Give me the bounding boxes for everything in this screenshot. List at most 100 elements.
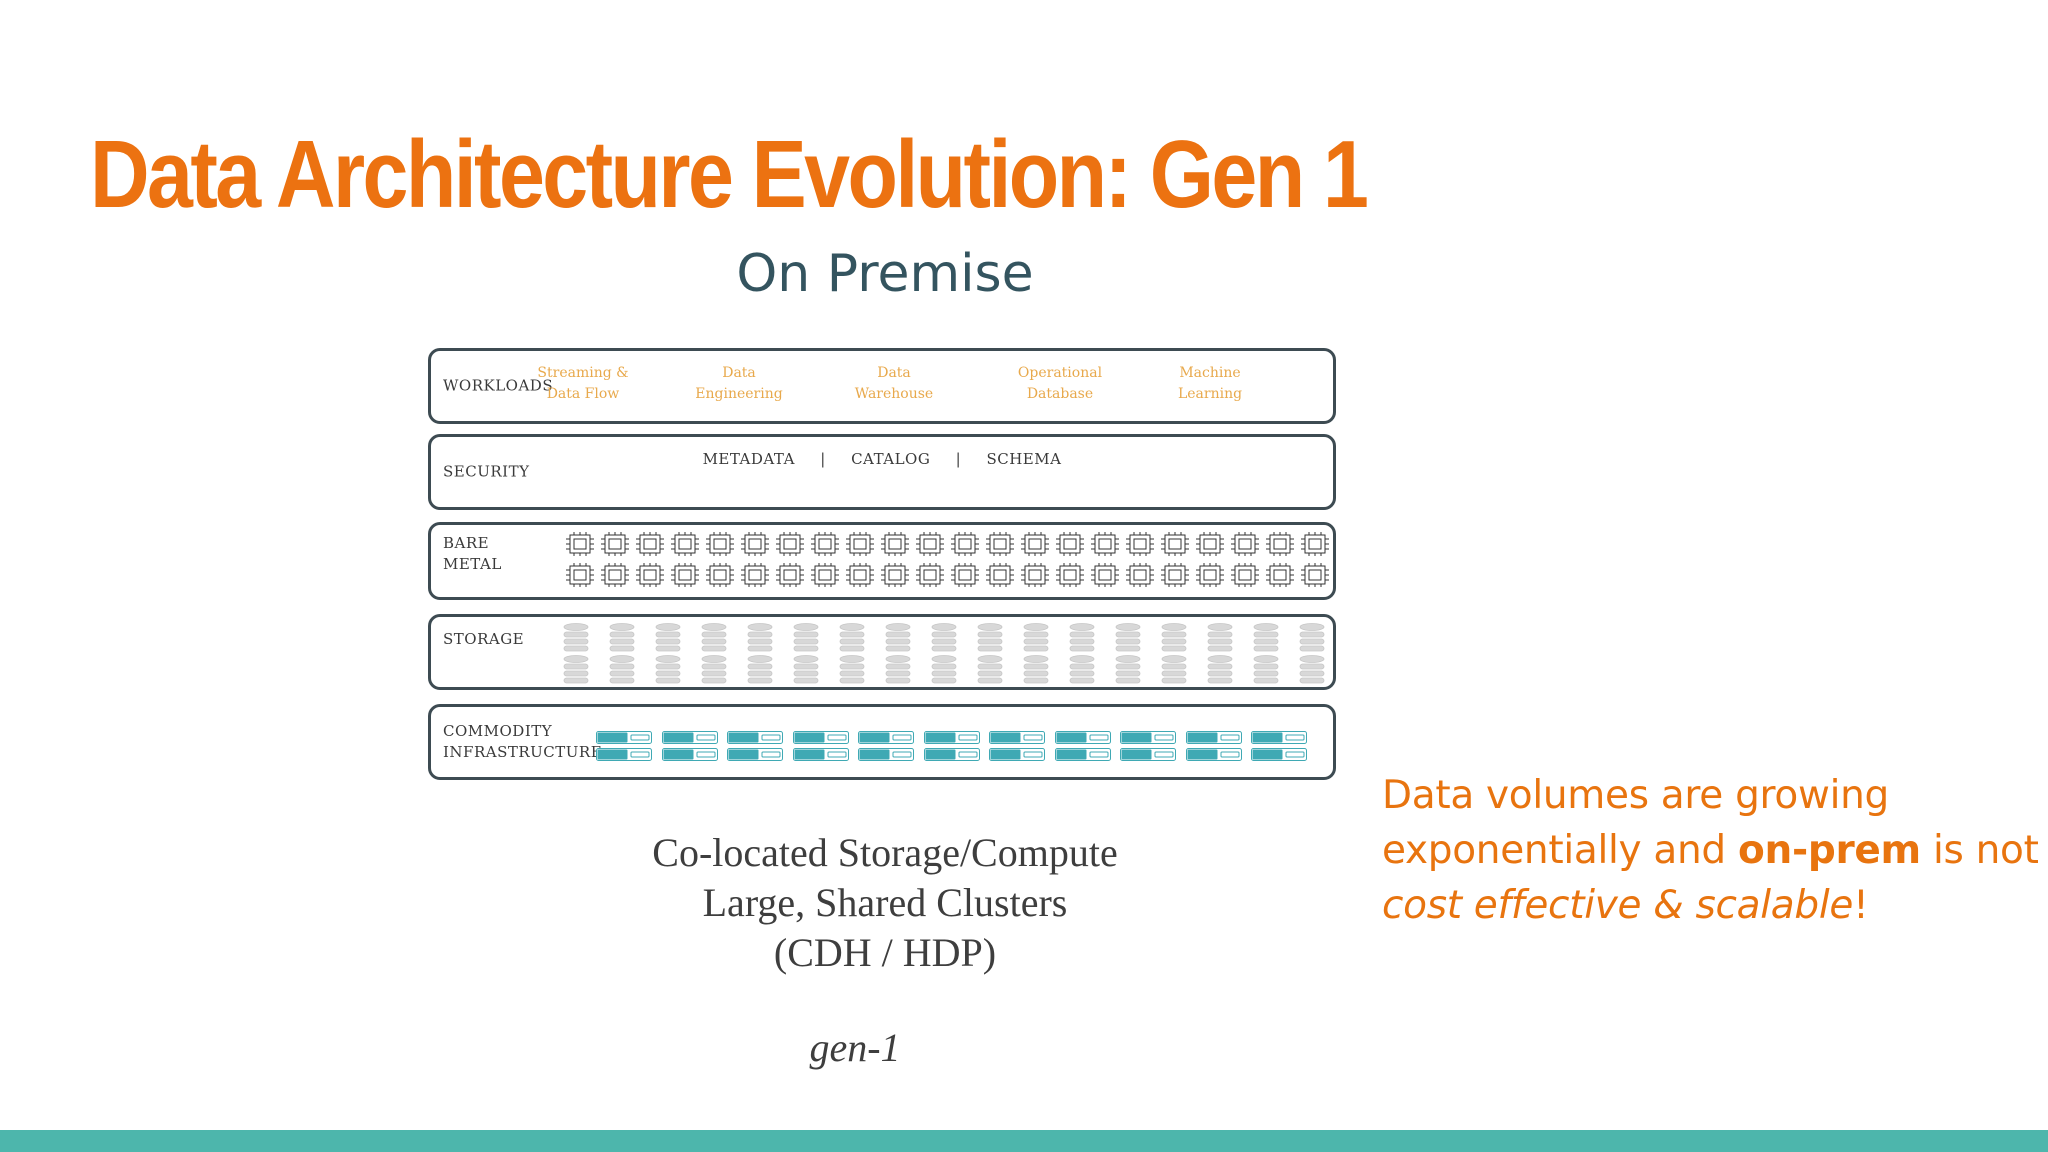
database-disk-icon <box>608 655 636 684</box>
cpu-chip-icon <box>810 562 840 588</box>
workloads-layer: WORKLOADS Streaming & Data Flow Data Eng… <box>428 348 1336 424</box>
database-disk-icon <box>976 623 1004 652</box>
cpu-chip-icon <box>950 562 980 588</box>
database-disk-icon <box>746 623 774 652</box>
server-rack-icon <box>596 731 652 744</box>
cpu-chip-icon <box>985 531 1015 557</box>
diagram-caption: Co-located Storage/Compute Large, Shared… <box>652 830 1118 975</box>
server-rack-icon <box>858 748 914 761</box>
cpu-chip-icon <box>565 562 595 588</box>
cpu-chip-icon <box>1195 531 1225 557</box>
database-disk-icon <box>1252 655 1280 684</box>
database-disk-icon <box>1114 655 1142 684</box>
database-disk-icon <box>930 655 958 684</box>
cpu-chip-icon <box>985 562 1015 588</box>
cpu-chip-icon <box>1090 531 1120 557</box>
on-premise-diagram: On Premise WORKLOADS Streaming & Data Fl… <box>420 238 1350 1098</box>
database-disk-icon <box>1298 655 1326 684</box>
cpu-chip-icon <box>880 562 910 588</box>
database-disk-icon <box>1298 623 1326 652</box>
server-rack-icon <box>1054 731 1111 744</box>
database-disk-icon <box>608 623 636 652</box>
server-rack-icon <box>1054 748 1111 761</box>
slide-title: Data Architecture Evolution: Gen 1 <box>90 121 1369 228</box>
cpu-chip-icon <box>740 531 770 557</box>
cpu-chip-icon <box>1265 562 1295 588</box>
database-disk-icon <box>884 655 912 684</box>
cpu-chip-icon <box>1300 531 1330 557</box>
server-rack-icon <box>1120 731 1176 744</box>
cpu-chip-icon <box>1055 562 1085 588</box>
database-disk-icon <box>1160 623 1188 652</box>
cpu-chip-icon <box>1125 531 1155 557</box>
server-rack-icon <box>1185 748 1242 761</box>
storage-layer: STORAGE <box>428 614 1336 690</box>
server-rack-icon <box>661 748 718 761</box>
cpu-chip-icon <box>635 531 665 557</box>
cpu-chip-icon <box>1090 562 1120 588</box>
cpu-chip-icon <box>705 562 735 588</box>
database-disk-icon <box>792 655 820 684</box>
server-rack-icon <box>923 731 980 744</box>
workload-operational-database: Operational Database <box>1017 365 1103 402</box>
security-layer: SECURITY METADATA | CATALOG | SCHEMA <box>428 434 1336 510</box>
server-rack-icon <box>923 748 980 761</box>
commodity-layer: COMMODITY INFRASTRUCTURE <box>428 704 1336 780</box>
cpu-chip-icon <box>950 531 980 557</box>
database-disk-icon <box>838 655 866 684</box>
server-rack-icon <box>1185 731 1242 744</box>
database-disk-icon <box>1022 623 1050 652</box>
server-rack-icon <box>989 731 1045 744</box>
cpu-chip-icon <box>1020 531 1050 557</box>
server-rack-icon <box>858 731 914 744</box>
server-rack-icon <box>792 748 849 761</box>
workload-data-engineering: Data Engineering <box>695 365 783 402</box>
cpu-chip-icon <box>670 531 700 557</box>
security-separator: | <box>820 450 826 468</box>
note-italic: cost effective & scalable <box>1382 883 1854 928</box>
cpu-chip-icon <box>600 562 630 588</box>
note-bold: on-prem <box>1737 828 1921 873</box>
cpu-chip-icon <box>1055 531 1085 557</box>
security-label: SECURITY <box>443 462 530 481</box>
database-disk-icon <box>1022 655 1050 684</box>
cpu-chip-icon <box>1230 562 1260 588</box>
storage-label: STORAGE <box>443 630 525 648</box>
database-disk-icon <box>562 655 590 684</box>
cpu-chip-icon <box>1265 531 1295 557</box>
cpu-chip-icon <box>775 562 805 588</box>
database-disk-icon <box>1068 655 1096 684</box>
bare-metal-label: BARE METAL <box>443 534 502 573</box>
database-disk-icon <box>1068 623 1096 652</box>
cpu-chip-icon <box>775 531 805 557</box>
database-disk-icon <box>562 623 590 652</box>
cpu-chip-icon <box>915 531 945 557</box>
footer-bar <box>0 1130 2048 1152</box>
workload-machine-learning: Machine Learning <box>1177 365 1243 402</box>
cpu-chip-grid <box>565 531 1331 589</box>
cpu-chip-icon <box>1195 562 1225 588</box>
database-disk-icon <box>884 623 912 652</box>
database-disk-icon <box>700 655 728 684</box>
commodity-label: COMMODITY INFRASTRUCTURE <box>443 722 603 761</box>
database-disk-icon <box>1114 623 1142 652</box>
cpu-chip-icon <box>1300 562 1330 588</box>
server-rack-icon <box>1251 748 1307 761</box>
cpu-chip-icon <box>565 531 595 557</box>
cpu-chip-icon <box>915 562 945 588</box>
bare-metal-layer: BARE METAL <box>428 522 1336 600</box>
cpu-chip-icon <box>880 531 910 557</box>
security-schema: SCHEMA <box>986 450 1062 468</box>
server-rack-icon <box>1251 731 1307 744</box>
cpu-chip-icon <box>1230 531 1260 557</box>
server-rack-icon <box>727 748 783 761</box>
database-disk-icon <box>654 655 682 684</box>
workloads-label: WORKLOADS <box>443 376 554 395</box>
database-disk-icon <box>1252 623 1280 652</box>
server-rack-icon <box>1120 748 1176 761</box>
server-rack-icon <box>596 748 652 761</box>
cpu-chip-icon <box>845 531 875 557</box>
gen-label: gen-1 <box>809 1025 901 1070</box>
security-metadata: METADATA <box>702 450 795 468</box>
cpu-chip-icon <box>635 562 665 588</box>
